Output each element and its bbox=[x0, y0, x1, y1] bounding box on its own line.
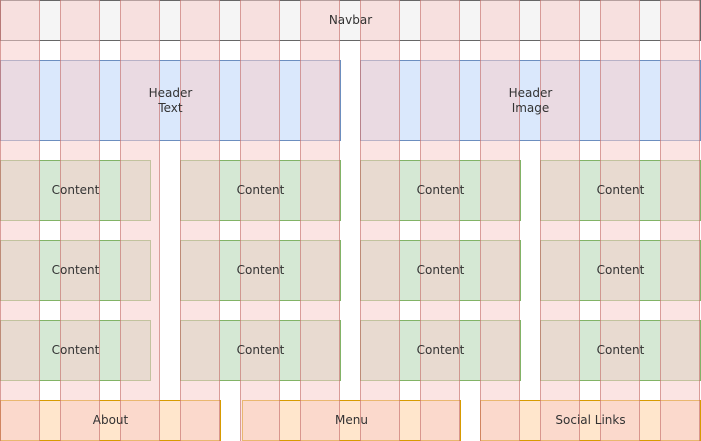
content-label: Content bbox=[51, 263, 100, 277]
footer-menu-box: Menu bbox=[242, 400, 461, 441]
footer-about-box: About bbox=[0, 400, 221, 441]
footer-menu-label: Menu bbox=[335, 413, 368, 427]
content-label: Content bbox=[51, 343, 100, 357]
footer-social-box: Social Links bbox=[480, 400, 701, 441]
navbar: Navbar bbox=[0, 0, 701, 41]
content-label: Content bbox=[236, 263, 285, 277]
footer-social-label: Social Links bbox=[555, 413, 626, 427]
header-image-line1: Header bbox=[508, 85, 553, 100]
footer-about-label: About bbox=[92, 413, 129, 427]
content-label: Content bbox=[236, 343, 285, 357]
content-box: Content bbox=[180, 160, 341, 221]
header-text-line1: Header bbox=[148, 85, 193, 100]
content-box: Content bbox=[0, 240, 151, 301]
content-label: Content bbox=[416, 343, 465, 357]
content-label: Content bbox=[596, 263, 645, 277]
header-image-label: Header Image bbox=[509, 86, 553, 116]
content-box: Content bbox=[0, 320, 151, 381]
content-box: Content bbox=[540, 320, 701, 381]
content-label: Content bbox=[596, 343, 645, 357]
content-label: Content bbox=[236, 183, 285, 197]
header-text-label: Header Text bbox=[149, 86, 193, 116]
content-label: Content bbox=[416, 263, 465, 277]
content-box: Content bbox=[180, 240, 341, 301]
content-box: Content bbox=[360, 320, 521, 381]
header-text-box: Header Text bbox=[0, 60, 341, 141]
content-box: Content bbox=[180, 320, 341, 381]
content-box: Content bbox=[360, 160, 521, 221]
content-label: Content bbox=[416, 183, 465, 197]
header-image-line2: Image bbox=[511, 100, 550, 115]
content-box: Content bbox=[540, 240, 701, 301]
content-box: Content bbox=[0, 160, 151, 221]
content-label: Content bbox=[51, 183, 100, 197]
header-text-line2: Text bbox=[158, 100, 183, 115]
header-image-box: Header Image bbox=[360, 60, 701, 141]
content-label: Content bbox=[596, 183, 645, 197]
content-box: Content bbox=[540, 160, 701, 221]
navbar-label: Navbar bbox=[328, 13, 373, 27]
content-box: Content bbox=[360, 240, 521, 301]
